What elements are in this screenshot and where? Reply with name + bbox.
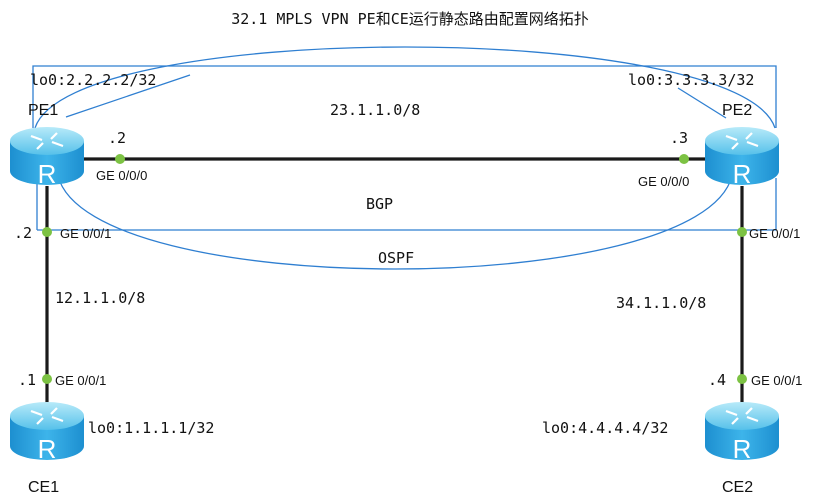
network-pe1-ce1: 12.1.1.0/8 <box>55 289 145 307</box>
router-pe1[interactable]: R <box>8 125 86 189</box>
port-dot-pe1-ge001 <box>42 227 52 237</box>
port-dots <box>42 154 747 384</box>
pe1-ge000-port: GE 0/0/0 <box>96 168 147 183</box>
pe1-ge000-addr: .2 <box>108 129 126 147</box>
ce1-loopback: lo0:1.1.1.1/32 <box>88 419 214 437</box>
ce1-ge001-port: GE 0/0/1 <box>55 373 106 388</box>
port-dot-pe2-ge000 <box>679 154 689 164</box>
pe1-name: PE1 <box>28 102 58 119</box>
network-pe1-pe2: 23.1.1.0/8 <box>330 101 420 119</box>
ce2-loopback: lo0:4.4.4.4/32 <box>542 419 668 437</box>
router-ce1[interactable]: R <box>8 400 86 464</box>
diagram-title: 32.1 MPLS VPN PE和CE运行静态路由配置网络拓扑 <box>231 10 589 28</box>
physical-links <box>45 157 744 404</box>
session-lines <box>32 46 777 270</box>
pe2-loopback-pointer <box>677 87 727 119</box>
ce1-ge001-addr: .1 <box>18 371 36 389</box>
ibgp-session-line <box>32 65 777 128</box>
pe1-loopback-pointer <box>65 74 191 118</box>
ospf-label: OSPF <box>378 249 414 267</box>
pe1-loopback: lo0:2.2.2.2/32 <box>30 71 156 89</box>
ce2-ge001-addr: .4 <box>708 371 726 389</box>
router-icon-glyph: R <box>38 434 57 464</box>
router-icon-glyph: R <box>38 159 57 189</box>
port-dot-ce1-ge001 <box>42 374 52 384</box>
network-pe2-ce2: 34.1.1.0/8 <box>616 294 706 312</box>
port-dot-pe2-ge001 <box>737 227 747 237</box>
lo0-arc <box>34 46 776 129</box>
pe2-ge001-port: GE 0/0/1 <box>749 226 800 241</box>
pe2-name: PE2 <box>722 102 752 119</box>
bgp-label: BGP <box>366 195 393 213</box>
ce1-name: CE1 <box>28 479 59 496</box>
ce2-ge001-port: GE 0/0/1 <box>751 373 802 388</box>
pe2-loopback: lo0:3.3.3.3/32 <box>628 71 754 89</box>
ospf-ellipse <box>57 175 733 270</box>
pe2-ge000-port: GE 0/0/0 <box>638 174 689 189</box>
pe2-ge000-addr: .3 <box>670 129 688 147</box>
port-dot-ce2-ge001 <box>737 374 747 384</box>
pe1-ge001-addr: .2 <box>14 224 32 242</box>
router-icon-glyph: R <box>733 159 752 189</box>
ce2-name: CE2 <box>722 479 753 496</box>
router-ce2[interactable]: R <box>703 400 781 464</box>
router-icon-glyph: R <box>733 434 752 464</box>
port-dot-pe1-ge000 <box>115 154 125 164</box>
router-pe2[interactable]: R <box>703 125 781 189</box>
pe1-ge001-port: GE 0/0/1 <box>60 226 111 241</box>
